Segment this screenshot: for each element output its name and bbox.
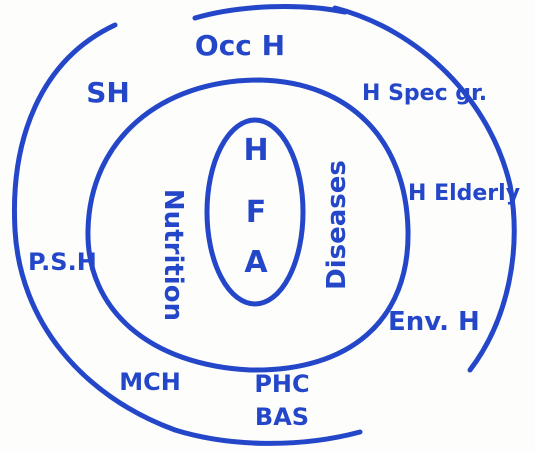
label-phc: PHC — [254, 370, 309, 398]
label-occ-h: Occ H — [195, 29, 285, 62]
core-letter-f: F — [246, 195, 267, 230]
outer-ring — [11, 3, 517, 446]
label-sh: SH — [86, 76, 130, 109]
outer-ring-right-arc — [332, 5, 517, 373]
label-spec-gr: H Spec gr. — [362, 81, 487, 106]
label-bas: BAS — [255, 403, 309, 431]
label-mch: MCH — [119, 368, 181, 396]
label-env-h: Env. H — [388, 307, 480, 337]
middle-left-label: Nutrition — [158, 189, 188, 321]
middle-right-label: Diseases — [322, 160, 352, 290]
core-letter-a: A — [244, 245, 268, 280]
core-letter-h: H — [243, 133, 268, 168]
outer-ring-left-arc — [11, 22, 363, 446]
middle-ring — [85, 77, 411, 373]
label-psh: P.S.H — [28, 248, 97, 276]
core-ellipse — [204, 117, 306, 307]
label-elderly: H Elderly — [408, 181, 520, 206]
outer-ring-top-arc — [192, 3, 348, 21]
